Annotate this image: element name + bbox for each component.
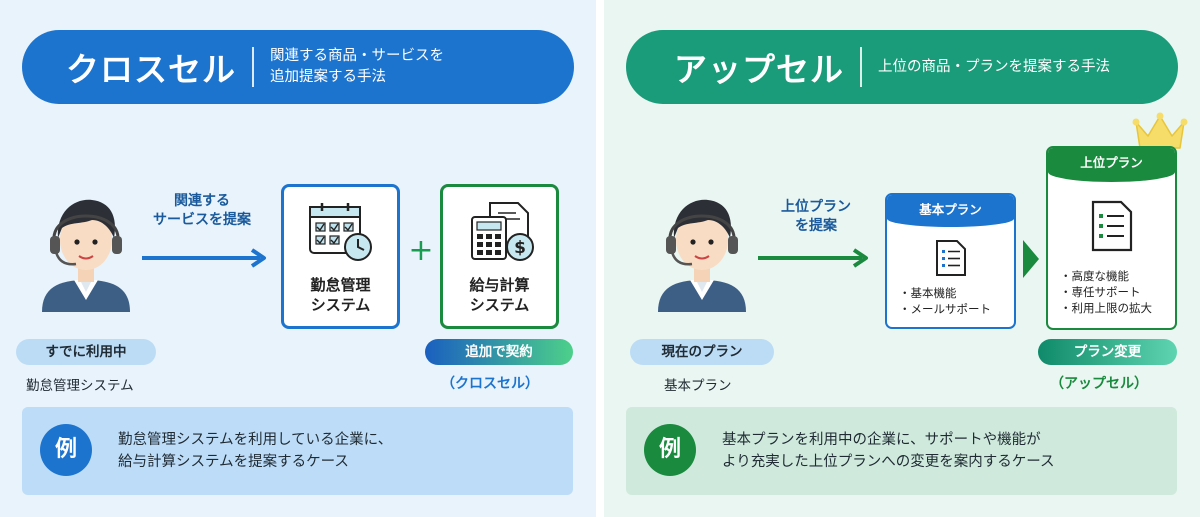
up-sell-banner: アップセル 上位の商品・プランを提案する手法 <box>626 30 1178 104</box>
banner-title: クロスセル <box>66 50 236 89</box>
banner-description: 関連する商品・サービスを 追加提案する手法 <box>270 48 444 85</box>
cross-sell-caption: （クロスセル） <box>441 376 539 392</box>
calculator-coin-icon: $ <box>471 202 534 261</box>
arrow-right-icon <box>142 248 266 268</box>
payroll-system-box: $ 給与計算 システム <box>440 184 559 329</box>
document-list-icon <box>936 240 966 276</box>
attendance-system-box: 勤怠管理 システム <box>281 184 400 329</box>
basic-plan-card: 基本プラン ・基本機能 ・メールサポート <box>885 193 1016 329</box>
current-usage-caption: 勤怠管理システム <box>26 378 134 394</box>
current-plan-pill: 現在のプラン <box>630 339 774 365</box>
box-title: 給与計算 システム <box>469 276 530 314</box>
premium-plan-feature: ・利用上限の拡大 <box>1060 301 1152 315</box>
up-sell-panel: アップセル 上位の商品・プランを提案する手法 上位プラン を提案 基本プラン <box>604 0 1200 517</box>
arrow-label: 上位プラン を提案 <box>781 199 851 234</box>
person-headset-icon <box>658 199 746 312</box>
current-usage-pill: すでに利用中 <box>16 339 156 365</box>
up-sell-example-box: 例 基本プランを利用中の企業に、サポートや機能が より充実した上位プランへの変更… <box>626 407 1177 495</box>
up-sell-caption: （アップセル） <box>1050 376 1148 392</box>
up-sell-action-pill: プラン変更 <box>1038 339 1177 365</box>
cross-sell-example-box: 例 勤怠管理システムを利用している企業に、 給与計算システムを提案するケース <box>22 407 573 495</box>
example-text: 勤怠管理システムを利用している企業に、 給与計算システムを提案するケース <box>118 432 393 470</box>
box-title: 勤怠管理 システム <box>310 276 371 314</box>
premium-plan-feature: ・高度な機能 <box>1060 269 1129 283</box>
cross-sell-action-pill: 追加で契約 <box>425 339 573 365</box>
arrow-label: 関連する サービスを提案 <box>153 193 251 228</box>
document-list-icon <box>1091 200 1133 252</box>
banner-title: アップセル <box>674 50 844 89</box>
banner-divider <box>252 47 254 87</box>
premium-plan-feature: ・専任サポート <box>1060 285 1141 299</box>
triangle-right-icon <box>1023 240 1039 278</box>
premium-plan-card: 上位プラン ・高度な機能 ・専任サポート ・利用上限の拡大 <box>1046 146 1177 330</box>
example-badge: 例 <box>40 424 92 476</box>
cross-sell-banner: クロスセル 関連する商品・サービスを 追加提案する手法 <box>22 30 574 104</box>
premium-plan-header: 上位プラン <box>1048 148 1175 182</box>
example-badge: 例 <box>644 424 696 476</box>
plus-sign: + <box>408 233 434 268</box>
banner-divider <box>860 47 862 87</box>
basic-plan-feature: ・基本機能 <box>899 286 957 300</box>
example-text: 基本プランを利用中の企業に、サポートや機能が より充実した上位プランへの変更を案… <box>722 432 1055 470</box>
basic-plan-header: 基本プラン <box>887 195 1014 227</box>
current-plan-caption: 基本プラン <box>664 378 732 394</box>
banner-description: 上位の商品・プランを提案する手法 <box>878 58 1110 75</box>
person-headset-icon <box>42 199 130 312</box>
arrow-right-icon <box>758 248 868 268</box>
cross-sell-panel: クロスセル 関連する商品・サービスを 追加提案する手法 関連する サービスを提案 <box>0 0 596 517</box>
basic-plan-feature: ・メールサポート <box>899 302 991 316</box>
calendar-clock-icon <box>309 203 372 261</box>
svg-text:$: $ <box>514 238 526 258</box>
